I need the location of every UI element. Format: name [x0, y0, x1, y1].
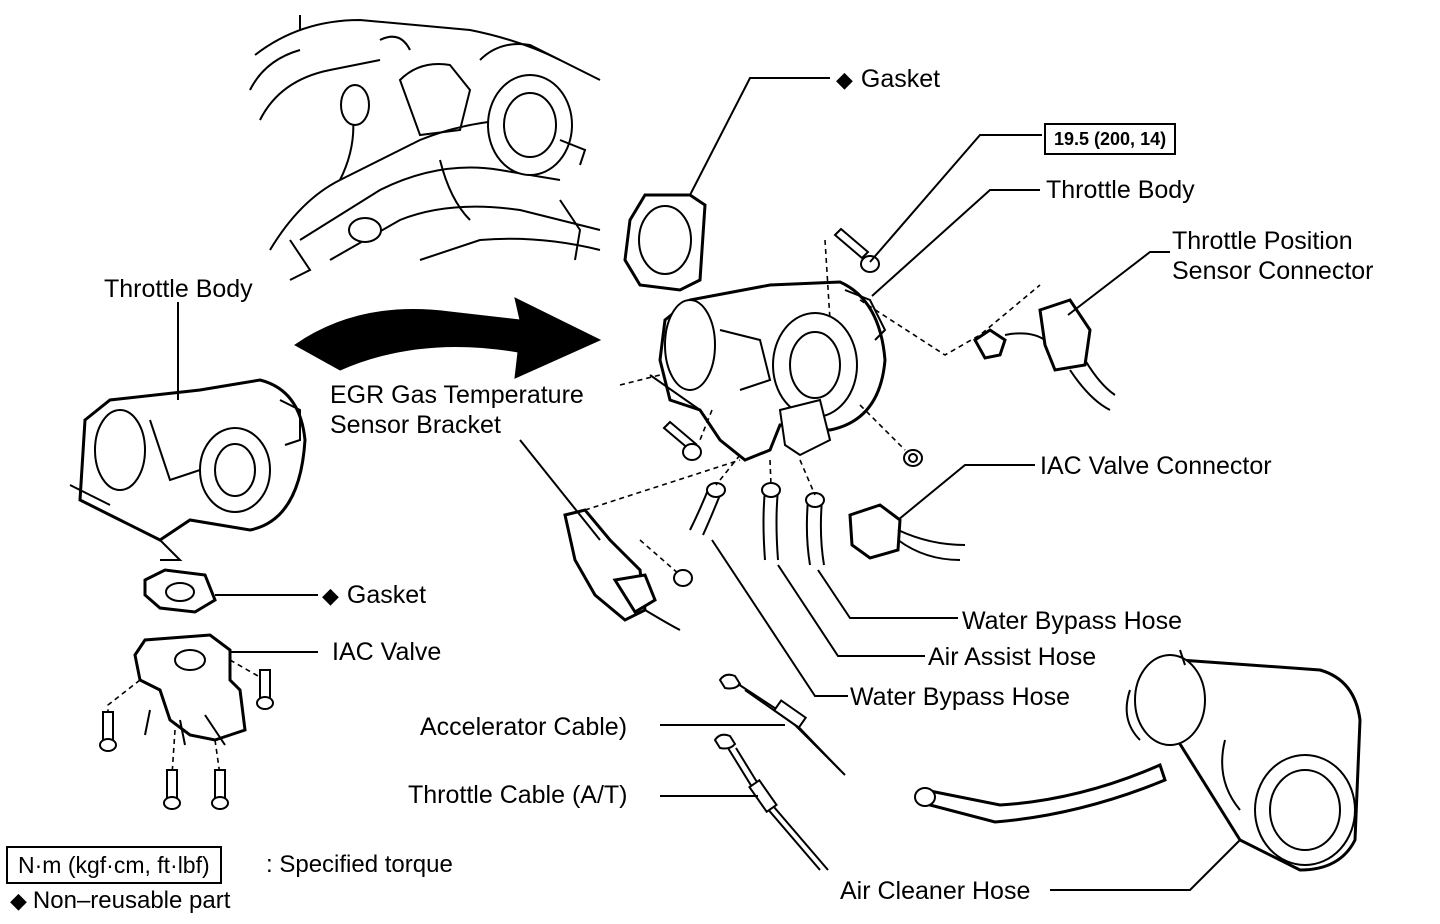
- label-air-assist-hose: Air Assist Hose: [928, 643, 1097, 671]
- torque-spec-box: 19.5 (200, 14): [1044, 123, 1177, 155]
- label-iac-valve: IAC Valve: [332, 638, 442, 666]
- label-tps-connector-line2: Sensor Connector: [1172, 257, 1374, 285]
- bolt-lower: [619, 374, 713, 461]
- nut-right: [859, 404, 923, 467]
- hoses-illustration: [689, 454, 825, 566]
- label-egr-bracket-line1: EGR Gas Temperature: [330, 381, 584, 409]
- leader-iac-connector: [897, 464, 1035, 521]
- gasket-top-illustration: [623, 193, 707, 292]
- tps-connector-illustration: [973, 298, 1116, 411]
- iac-screws: [99, 659, 274, 810]
- leader-air-assist: [777, 564, 925, 657]
- leader-water-bypass-1: [817, 569, 958, 619]
- label-iac-valve-connector: IAC Valve Connector: [1040, 452, 1272, 480]
- label-throttle-body-left: Throttle Body: [104, 275, 253, 303]
- bolt-top: [824, 227, 880, 321]
- label-throttle-cable: Throttle Cable (A/T): [408, 781, 628, 809]
- label-air-cleaner-hose: Air Cleaner Hose: [840, 877, 1031, 905]
- label-throttle-body-right: Throttle Body: [1046, 176, 1195, 204]
- gasket-left-illustration: [143, 568, 217, 614]
- leader-tps-connector: [1067, 251, 1170, 316]
- label-tps-connector-line1: Throttle Position: [1172, 227, 1353, 255]
- cables-illustration: [713, 673, 846, 871]
- throttle-body-main-illustration: [649, 280, 887, 462]
- legend-non-reusable-text: Non–reusable part: [32, 887, 231, 914]
- leader-throttle-body-right: [871, 189, 1040, 297]
- leader-torque: [869, 134, 1042, 263]
- legend-torque-unit-box: N·m (kgf·cm, ft·lbf): [6, 846, 222, 884]
- leader-egr-bracket: [519, 439, 601, 541]
- label-gasket-left: Gasket: [322, 580, 426, 611]
- leader-water-bypass-2: [711, 539, 848, 697]
- air-cleaner-hose-illustration: [914, 649, 1362, 872]
- engine-illustration: [249, 15, 601, 281]
- throttle-body-left-illustration: [69, 378, 307, 561]
- label-egr-bracket-line2: Sensor Bracket: [330, 411, 501, 439]
- dashed-to-tps: [859, 284, 1041, 356]
- legend-torque-desc: : Specified torque: [266, 851, 453, 878]
- direction-arrow: [294, 297, 602, 379]
- iac-valve-illustration: [133, 633, 247, 746]
- legend-non-reusable: ◆Non–reusable part: [10, 886, 230, 916]
- leader-gasket-top: [689, 77, 830, 196]
- iac-connector-illustration: [848, 503, 966, 561]
- leader-air-cleaner-hose: [1050, 839, 1241, 891]
- label-water-bypass-hose-1: Water Bypass Hose: [962, 607, 1182, 635]
- label-gasket-top: Gasket: [836, 64, 940, 95]
- label-accelerator-cable: Accelerator Cable): [420, 713, 628, 741]
- diamond-icon: ◆: [10, 888, 27, 913]
- label-water-bypass-hose-2: Water Bypass Hose: [850, 683, 1070, 711]
- egr-bracket-illustration: [563, 459, 741, 631]
